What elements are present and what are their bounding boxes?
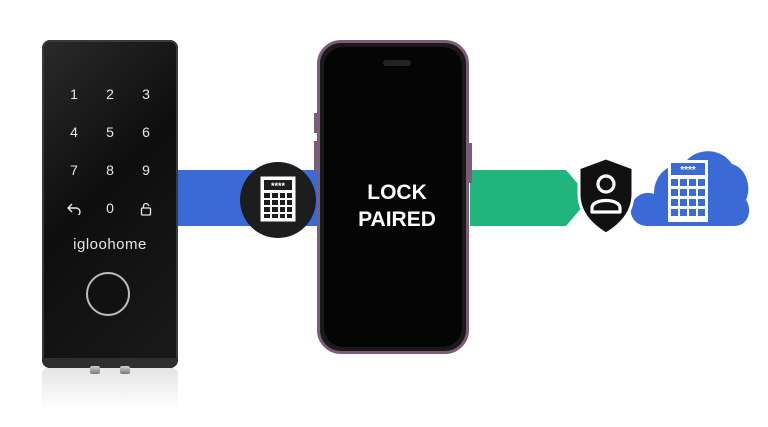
smart-lock: 1 2 3 4 5 6 7 8 9 0 igloohome xyxy=(42,40,178,374)
key-8: 8 xyxy=(106,162,114,178)
keypad-icon: **** xyxy=(260,176,296,222)
keypad-badge-text: **** xyxy=(271,181,286,191)
phone-side-button xyxy=(314,113,317,133)
keypad-badge: **** xyxy=(240,162,316,238)
user-shield-icon xyxy=(577,156,635,236)
cloud-badge: **** xyxy=(628,142,752,237)
fingerprint-sensor xyxy=(86,272,130,316)
status-text: LOCK PAIRED xyxy=(324,179,470,233)
phone-power-button xyxy=(469,143,472,183)
brand-logo: igloohome xyxy=(73,236,147,253)
key-0: 0 xyxy=(106,200,114,216)
shield-badge xyxy=(575,156,637,241)
key-6: 6 xyxy=(142,124,150,140)
key-7: 7 xyxy=(70,162,78,178)
phone-speaker xyxy=(383,60,411,66)
status-line-2: PAIRED xyxy=(358,208,436,231)
screw-left xyxy=(90,366,100,374)
smartphone: LOCK PAIRED xyxy=(314,40,472,354)
key-3: 3 xyxy=(142,86,150,102)
key-5: 5 xyxy=(106,124,114,140)
lock-reflection xyxy=(42,368,178,408)
lock-icon xyxy=(128,198,164,218)
phone-volume-button xyxy=(314,141,317,171)
key-9: 9 xyxy=(142,162,150,178)
screw-right xyxy=(120,366,130,374)
back-arrow-icon xyxy=(56,198,92,218)
key-1: 1 xyxy=(70,86,78,102)
lock-keypad: 1 2 3 4 5 6 7 8 9 0 xyxy=(56,84,164,218)
arrow-phone-to-cloud xyxy=(470,170,590,226)
cloud-keypad-text: **** xyxy=(680,165,696,176)
key-4: 4 xyxy=(70,124,78,140)
phone-screen: LOCK PAIRED xyxy=(324,47,462,347)
status-line-1: LOCK xyxy=(367,181,427,204)
cloud-icon: **** xyxy=(630,151,750,226)
key-2: 2 xyxy=(106,86,114,102)
